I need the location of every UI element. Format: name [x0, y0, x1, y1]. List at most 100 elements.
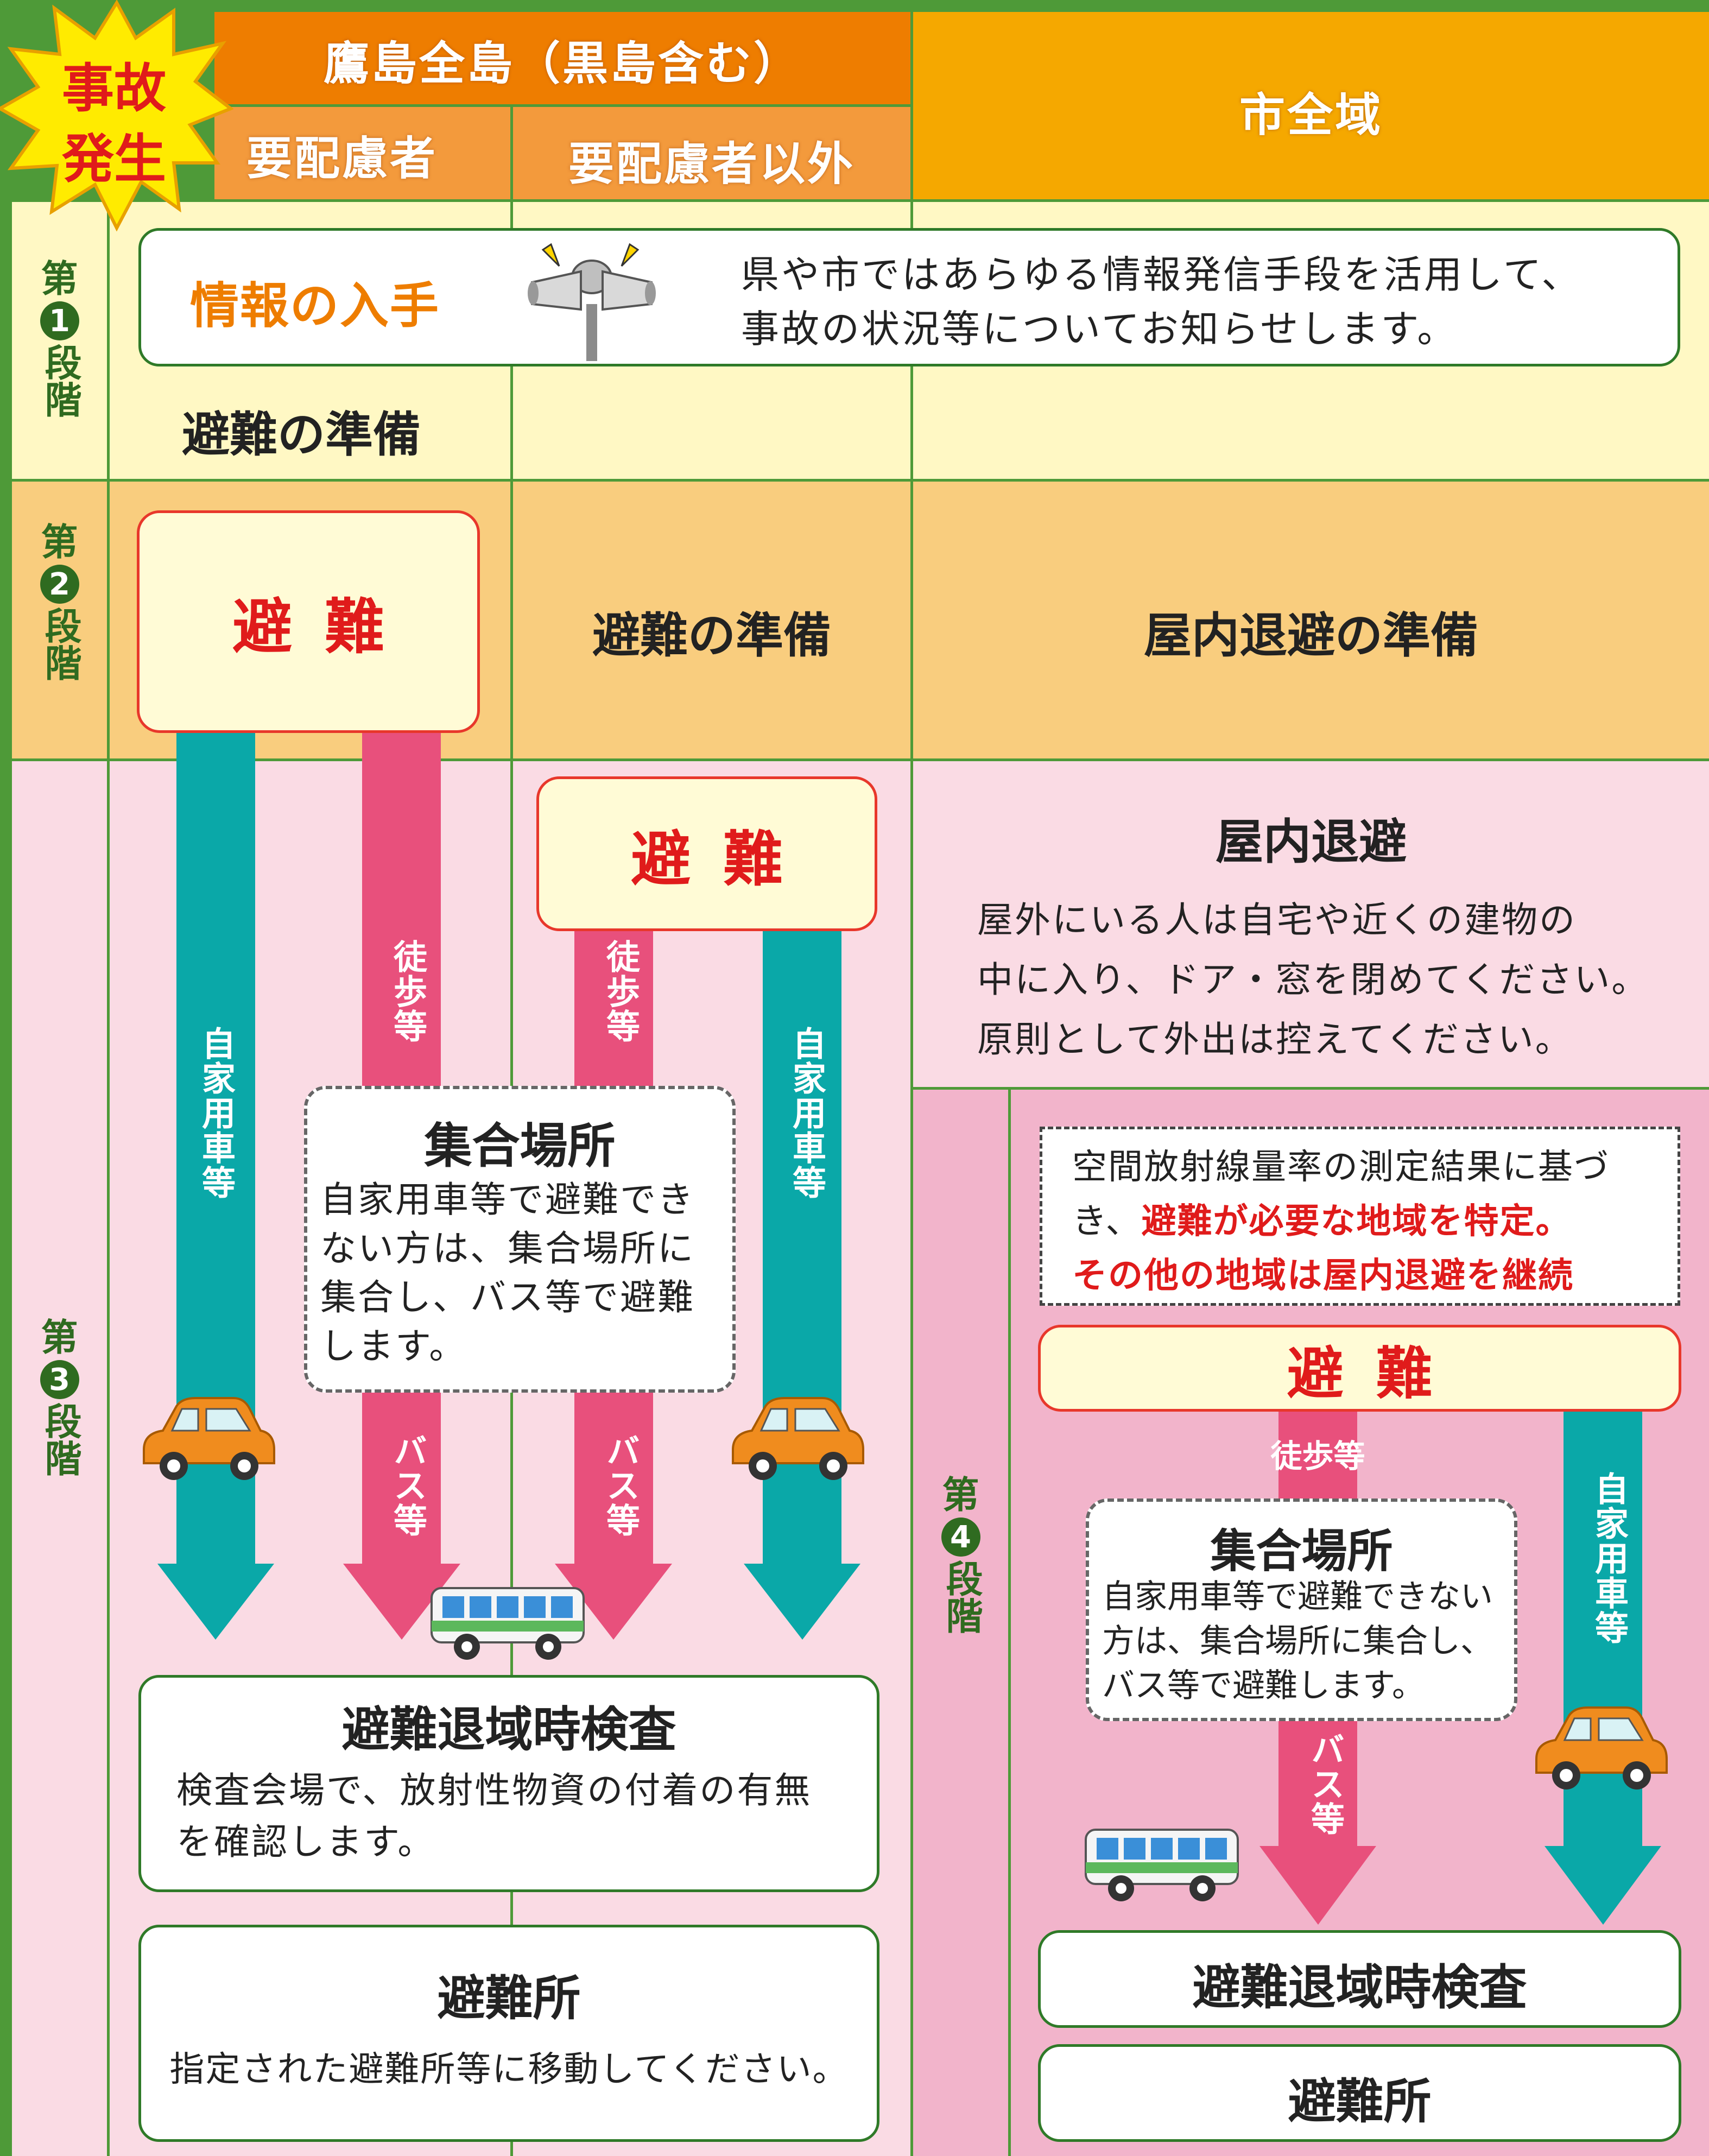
gather-line: 自家用車等で避難できない: [1102, 1578, 1493, 1616]
stage4-screening-box: [1038, 1930, 1681, 2028]
stage3-right-border: [910, 761, 913, 2156]
stage3-label: 第 3 段階: [12, 1317, 107, 1477]
stage2-divider-b: [910, 482, 913, 758]
walk-label-stage4: 徒歩等: [1270, 1438, 1365, 1475]
stage-prefix: 第: [41, 258, 78, 301]
stage-prefix: 第: [41, 521, 78, 564]
indoor-line: 原則として外出は控えてください。: [977, 1019, 1573, 1060]
note-line2: き、避難が必要な地域を特定。: [1072, 1194, 1610, 1249]
burst-line1: 事故: [62, 58, 166, 119]
stage3-shelter-title: 避難所: [437, 1970, 581, 2026]
stage3-divider: [510, 761, 513, 2156]
gather-line: 方は、集合場所に集合し、: [1102, 1622, 1493, 1660]
car-label-left: 自家用車等: [196, 1026, 236, 1200]
bus-arrow-stage4: [1259, 1718, 1376, 1925]
bus-icon: [429, 1583, 586, 1664]
stage1-prepare: 避難の準備: [182, 407, 421, 463]
stage3-label-cell: [12, 761, 107, 2156]
stage-prefix: 第: [41, 1317, 78, 1360]
stage4-top-line: [910, 1087, 1709, 1090]
car-icon: [722, 1390, 869, 1482]
header-city-cell: [913, 12, 1709, 199]
stage4-evacuate-box: 避難: [1038, 1325, 1681, 1412]
stage-suffix: 段階: [38, 1402, 81, 1477]
stage-suffix: 段階: [38, 344, 81, 418]
stage4-shelter-title: 避難所: [1288, 2073, 1432, 2129]
stage3-shelter-box: [138, 1925, 879, 2142]
stage4-label-divider: [1008, 1090, 1011, 2156]
bus-icon: [1083, 1824, 1240, 1906]
stage-number: 2: [40, 565, 79, 604]
indoor-line: 屋外にいる人は自宅や近くの建物の: [977, 899, 1577, 941]
stage2-label: 第 2 段階: [12, 524, 107, 681]
stage-number: 4: [941, 1518, 980, 1557]
header-col-city: 市全域: [1239, 88, 1383, 142]
header-takashima-title: 鷹島全島（黒島含む）: [323, 37, 801, 90]
stage-suffix: 段階: [38, 607, 81, 681]
walk-arrow-left: [362, 733, 441, 1086]
stage3-screening-title: 避難退域時検査: [341, 1702, 676, 1757]
speaker-icon: [521, 233, 662, 364]
stage3-shelter-text: 指定された避難所等に移動してください。: [169, 2050, 849, 2090]
stage2-evacuate-box: 避難: [137, 510, 480, 733]
stage3-evacuate-box: 避難: [536, 776, 877, 931]
stage4-gather-box: [1086, 1499, 1517, 1721]
stage4-screening-title: 避難退域時検査: [1192, 1959, 1527, 2015]
stage4-label: 第 4 段階: [913, 1477, 1008, 1634]
stage3-gather-title: 集合場所: [424, 1118, 616, 1174]
stage-number: 1: [40, 301, 79, 341]
car-icon: [133, 1390, 280, 1482]
car-label-stage4: 自家用車等: [1589, 1471, 1629, 1645]
gather-line: ない方は、集合場所に: [320, 1228, 695, 1269]
stage1-label: 第 1 段階: [12, 261, 107, 418]
bus-label-right: バス等: [600, 1433, 640, 1538]
stage3-screening-box: [138, 1675, 879, 1892]
gather-line: します。: [320, 1325, 467, 1367]
bus-label-stage4: バス等: [1305, 1732, 1345, 1836]
info-text-line2: 事故の状況等についてお知らせします。: [741, 307, 1458, 351]
burst-line2: 発生: [62, 129, 166, 189]
stage4-shelter-box: [1038, 2044, 1681, 2142]
indoor-line: 中に入り、ドア・窓を閉めてください。: [977, 959, 1649, 1001]
note-line3: その他の地域は屋内退避を継続: [1072, 1256, 1574, 1296]
gather-line: 自家用車等で避難でき: [320, 1179, 695, 1221]
walk-label-right: 徒歩等: [600, 939, 640, 1044]
stage2-prepare-indoor: 屋内退避の準備: [1143, 608, 1478, 663]
note-line1: 空間放射線量率の測定結果に基づ: [1072, 1147, 1610, 1187]
note-line2b: 避難が必要な地域を特定。: [1141, 1202, 1572, 1242]
bus-arrow-left: [343, 1390, 460, 1640]
car-icon: [1526, 1699, 1672, 1792]
walk-arrow-right: [574, 928, 653, 1086]
screening-line: を確認します。: [176, 1821, 435, 1863]
stage4-note: 空間放射線量率の測定結果に基づ き、避難が必要な地域を特定。 その他の地域は屋内…: [1072, 1140, 1610, 1303]
gather-line: バス等で避難します。: [1102, 1667, 1425, 1705]
stage4-note-box: [1040, 1127, 1680, 1306]
stage2-divider-a: [510, 482, 513, 758]
stage-number: 3: [40, 1360, 79, 1400]
indoor-text: 屋外にいる人は自宅や近くの建物の 中に入り、ドア・窓を閉めてください。 原則とし…: [977, 890, 1649, 1070]
stage3-gather-text: 自家用車等で避難でき ない方は、集合場所に 集合し、バス等で避難 します。: [320, 1175, 695, 1371]
stage3-screening-text: 検査会場で、放射性物資の付着の有無 を確認します。: [176, 1765, 812, 1868]
explosion-burst-icon: [0, 0, 235, 233]
stage4-gather-title: 集合場所: [1210, 1525, 1393, 1578]
screening-line: 検査会場で、放射性物資の付着の有無: [176, 1769, 812, 1811]
stage2-label-cell: [12, 482, 107, 758]
header-takashima: [214, 12, 910, 104]
car-label-right: 自家用車等: [787, 1026, 826, 1200]
header-other-cell: [513, 107, 910, 199]
info-box: [138, 228, 1680, 366]
stage-prefix: 第: [942, 1474, 979, 1517]
gather-line: 集合し、バス等で避難: [320, 1276, 695, 1318]
info-text-line1: 県や市ではあらゆる情報発信手段を活用して、: [741, 252, 1582, 297]
walk-label-left: 徒歩等: [388, 939, 427, 1044]
stage4-gather-text: 自家用車等で避難できない 方は、集合場所に集合し、 バス等で避難します。: [1102, 1575, 1493, 1708]
header-vulnerable-cell: [214, 107, 510, 199]
header-col-vulnerable: 要配慮者: [246, 132, 438, 185]
walk-arrow-stage4: [1278, 1406, 1357, 1499]
car-arrow-stage4: [1545, 1406, 1661, 1925]
stage3-indoor-cell: [913, 761, 1709, 1087]
stage3-gather-box: [304, 1086, 736, 1393]
stage2-prepare-evac: 避難の準備: [592, 608, 831, 663]
info-label: 情報の入手: [190, 277, 440, 334]
